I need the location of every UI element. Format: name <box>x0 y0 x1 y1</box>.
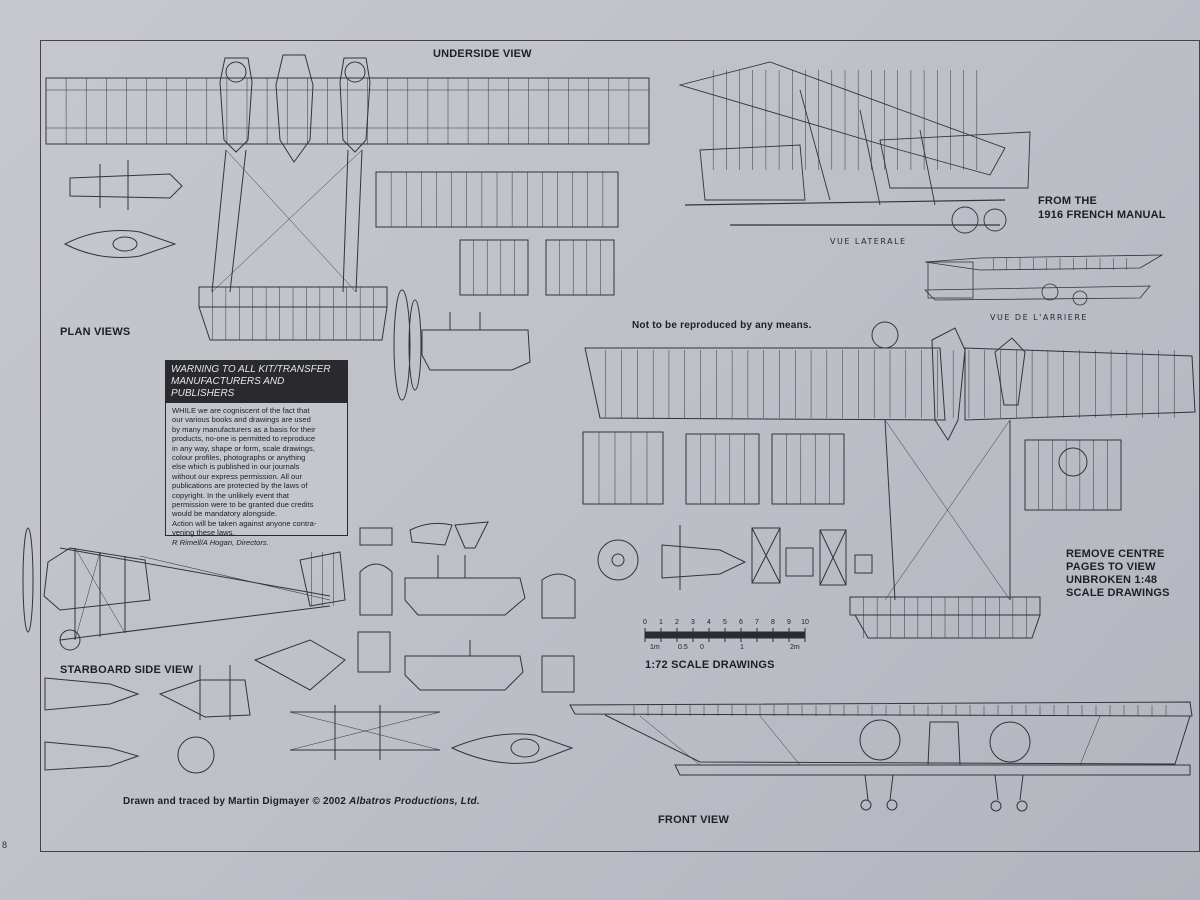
caption-plan-views: PLAN VIEWS <box>60 326 131 338</box>
scale-feet-label: 0 <box>643 619 647 626</box>
page-number: 8 <box>2 840 8 850</box>
caption-not-reproduced: Not to be reproduced by any means. <box>632 320 812 331</box>
manual-side-sketch <box>678 61 1031 234</box>
scale-meter-label: 1m <box>650 644 660 651</box>
caption-from-the: FROM THE <box>1038 195 1098 207</box>
caption-pages-to-view: PAGES TO VIEW <box>1066 561 1156 573</box>
warning-line: would be mandatory alongside. <box>172 509 278 519</box>
warning-line: permission were to be granted due credit… <box>172 500 314 510</box>
copyright-warning-box: WARNING TO ALL KIT/TRANSFER MANUFACTURER… <box>165 360 348 547</box>
scale-bar <box>644 628 806 642</box>
warning-title: WARNING TO ALL KIT/TRANSFER MANUFACTURER… <box>166 361 347 403</box>
caption-starboard-side-view: STARBOARD SIDE VIEW <box>60 664 194 676</box>
credit-main: Drawn and traced by Martin Digmayer © 20… <box>123 796 350 807</box>
underside-view-nacelles <box>211 54 371 293</box>
credit-publisher: Albatros Productions, Ltd. <box>349 796 480 807</box>
scale-feet-label: 6 <box>739 619 743 626</box>
warning-line: without our express permission. All our <box>172 471 302 481</box>
scale-feet-label: 2 <box>675 619 679 626</box>
scale-meter-label: 1 <box>740 644 744 651</box>
caption-remove-centre: REMOVE CENTRE <box>1066 548 1165 560</box>
warning-signature: R Rimell/A Hogan, Directors. <box>172 537 269 547</box>
scale-meter-label: 0 <box>700 644 704 651</box>
underside-view-tailplane <box>198 286 388 341</box>
warning-body: WHILE we are cogniscent of the fact that… <box>166 403 347 550</box>
caption-scale-title: 1:72 SCALE DRAWINGS <box>645 659 775 671</box>
scale-feet-label: 9 <box>787 619 791 626</box>
caption-unbroken-scale: UNBROKEN 1:48 <box>1066 574 1158 586</box>
scale-feet-label: 10 <box>801 619 809 626</box>
manual-rear-sketch <box>924 254 1164 306</box>
scale-meter-label: 0.5 <box>678 644 688 651</box>
warning-line: copyright. In the unlikely event that <box>172 490 289 500</box>
warning-line: our various books and drawings are used <box>172 415 311 425</box>
scale-feet-label: 1 <box>659 619 663 626</box>
caption-underside-view: UNDERSIDE VIEW <box>433 48 532 60</box>
warning-line: by many manufacturers as a basis for the… <box>172 424 316 434</box>
plan-view-lower-panels <box>582 431 1122 511</box>
caption-vue-arriere: VUE DE L'ARRIERE <box>990 313 1088 322</box>
side-view-nacelle-with-propeller <box>393 289 531 401</box>
warning-line: publications are protected by the laws o… <box>172 481 308 491</box>
scale-feet-label: 8 <box>771 619 775 626</box>
warning-title-line-1: WARNING TO ALL KIT/TRANSFER <box>171 364 331 375</box>
warning-title-line-2: MANUFACTURERS AND PUBLISHERS <box>171 376 285 399</box>
scale-meter-label: 2m <box>790 644 800 651</box>
warning-line: else which is published in our journals <box>172 462 300 472</box>
caption-front-view: FRONT VIEW <box>658 814 730 826</box>
caption-french-manual: 1916 FRENCH MANUAL <box>1038 209 1166 221</box>
caption-scale-drawings: SCALE DRAWINGS <box>1066 587 1170 599</box>
underside-view-upper-wing <box>45 77 650 145</box>
scale-feet-label: 7 <box>755 619 759 626</box>
warning-line: Action will be taken against anyone cont… <box>172 518 317 528</box>
scale-feet-label: 3 <box>691 619 695 626</box>
plan-view-fuselages <box>63 160 183 258</box>
nacelle-cross-sections <box>357 521 576 693</box>
side-view-details <box>44 639 574 774</box>
warning-line: in any way, shape or form, scale drawing… <box>172 443 315 453</box>
plan-view-wing-panels <box>375 171 619 296</box>
plan-view-tailplane <box>849 596 1041 639</box>
credit-line: Drawn and traced by Martin Digmayer © 20… <box>123 796 480 807</box>
warning-line: products, no-one is permitted to reprodu… <box>172 434 316 444</box>
warning-line: WHILE we are cogniscent of the fact that <box>172 406 310 415</box>
scale-feet-label: 4 <box>707 619 711 626</box>
warning-line: colour profiles, photographs or anything <box>172 453 306 463</box>
component-details <box>597 525 873 590</box>
scale-feet-label: 5 <box>723 619 727 626</box>
caption-vue-laterale: VUE LATERALE <box>830 237 907 246</box>
front-view-aircraft <box>569 701 1193 812</box>
plan-view-upper-wing <box>584 321 1196 601</box>
warning-line: vening these laws. <box>172 528 235 538</box>
side-view-aircraft <box>22 527 346 651</box>
